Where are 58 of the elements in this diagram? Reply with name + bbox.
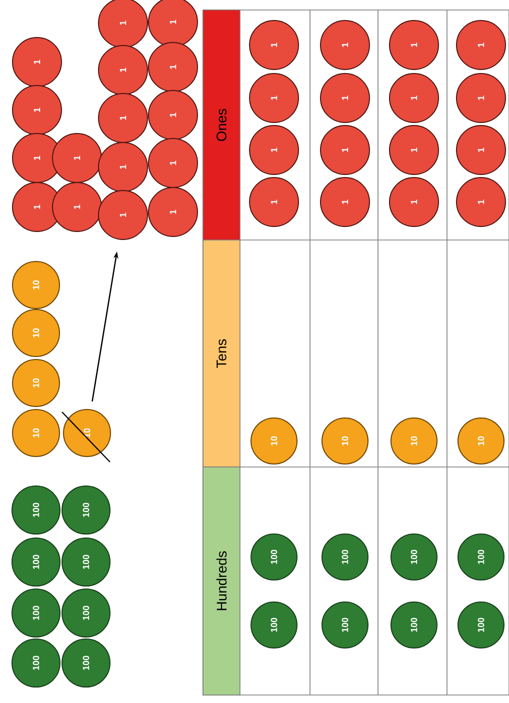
counter: 1 bbox=[320, 20, 370, 70]
counter: 100 bbox=[62, 638, 110, 688]
counter: 10 bbox=[63, 409, 111, 457]
counter: 1 bbox=[148, 90, 198, 140]
counter: 10 bbox=[322, 418, 368, 464]
counter: 1 bbox=[320, 73, 370, 123]
counter: 1 bbox=[456, 177, 506, 227]
counter: 1 bbox=[456, 73, 506, 123]
counter: 1 bbox=[148, 187, 198, 237]
counter: 1 bbox=[249, 73, 299, 123]
counter: 1 bbox=[52, 133, 102, 183]
counter: 1 bbox=[148, 42, 198, 92]
counter: 100 bbox=[12, 638, 60, 688]
counter: 100 bbox=[12, 486, 60, 534]
counter: 1 bbox=[52, 182, 102, 232]
counter: 1 bbox=[249, 125, 299, 175]
counter: 100 bbox=[322, 602, 368, 648]
counter: 1 bbox=[249, 177, 299, 227]
counter: 100 bbox=[12, 588, 60, 638]
counter: 1 bbox=[320, 125, 370, 175]
counter: 100 bbox=[62, 588, 110, 638]
counter: 10 bbox=[12, 261, 60, 309]
counter: 1 bbox=[98, 45, 148, 95]
counter: 10 bbox=[390, 418, 438, 464]
counter: 1 bbox=[456, 20, 506, 70]
counter: 1 bbox=[389, 177, 439, 227]
counter: 100 bbox=[62, 538, 110, 586]
counter: 10 bbox=[250, 418, 298, 464]
counter: 100 bbox=[458, 534, 504, 580]
counter: 1 bbox=[249, 20, 299, 70]
counter: 1 bbox=[456, 125, 506, 175]
counter: 1 bbox=[320, 177, 370, 227]
counter: 10 bbox=[12, 309, 60, 357]
counter: 10 bbox=[12, 359, 60, 407]
column-header: Ones bbox=[202, 10, 240, 240]
counter: 100 bbox=[458, 602, 504, 648]
column-header: Tens bbox=[202, 240, 240, 468]
counter: 1 bbox=[98, 142, 148, 192]
counter: 1 bbox=[98, 190, 148, 240]
counter: 100 bbox=[322, 534, 368, 580]
counter: 100 bbox=[390, 534, 438, 580]
counter: 100 bbox=[250, 602, 298, 648]
column-header: Hundreds bbox=[202, 466, 240, 696]
counter: 100 bbox=[12, 538, 60, 586]
counter: 1 bbox=[148, 0, 198, 47]
counter: 1 bbox=[389, 125, 439, 175]
counter: 1 bbox=[389, 20, 439, 70]
counter: 1 bbox=[12, 85, 62, 135]
counter: 1 bbox=[12, 37, 62, 87]
counter: 10 bbox=[12, 409, 60, 457]
counter: 100 bbox=[250, 534, 298, 580]
counter: 1 bbox=[389, 73, 439, 123]
counter: 1 bbox=[98, 0, 148, 48]
counter: 1 bbox=[98, 93, 148, 143]
counter: 10 bbox=[458, 418, 504, 464]
counter: 100 bbox=[390, 602, 438, 648]
counter: 100 bbox=[62, 486, 110, 534]
counter: 1 bbox=[148, 138, 198, 188]
